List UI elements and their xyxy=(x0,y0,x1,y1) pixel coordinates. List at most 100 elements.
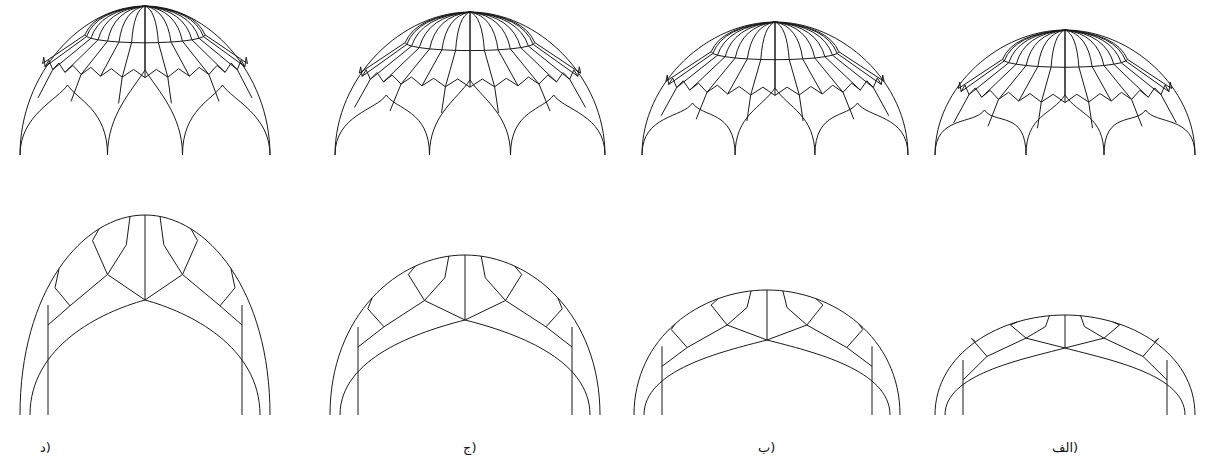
rib-line xyxy=(1065,30,1172,89)
arch-line xyxy=(1104,110,1146,155)
rib-line xyxy=(119,42,132,44)
rib-line xyxy=(384,12,471,82)
arch-line xyxy=(945,348,1065,415)
rib-line xyxy=(442,49,456,51)
arch-line xyxy=(735,88,775,155)
arch-line xyxy=(642,103,693,155)
rib-line xyxy=(442,87,446,113)
figure-label: د) xyxy=(40,440,51,456)
rib-line xyxy=(1104,338,1143,356)
rib-line xyxy=(1143,338,1159,356)
rib-line xyxy=(1143,356,1167,380)
rib-line xyxy=(546,327,572,347)
rib-line xyxy=(570,79,586,107)
rib-line xyxy=(145,6,146,78)
rib-line xyxy=(789,58,803,60)
rib-line xyxy=(1004,61,1009,63)
rib-line xyxy=(408,266,424,300)
rib-line xyxy=(711,299,727,325)
arch-line xyxy=(335,95,386,155)
rib-line xyxy=(783,291,807,325)
rib-line xyxy=(101,69,123,78)
rib-line xyxy=(45,60,53,69)
rib-line xyxy=(93,229,108,275)
rib-line xyxy=(91,38,98,40)
rib-line xyxy=(470,12,471,87)
rib-line xyxy=(1111,92,1131,101)
rib-line xyxy=(1038,66,1051,68)
rib-line xyxy=(815,57,825,58)
rib-line xyxy=(988,99,999,126)
rib-line xyxy=(767,290,768,340)
rib-line xyxy=(1132,99,1143,126)
rib-line xyxy=(209,75,219,102)
rib-line xyxy=(362,70,370,80)
rib-line xyxy=(145,215,146,300)
rib-line xyxy=(145,275,183,301)
rib-line xyxy=(539,75,557,84)
dome-outline xyxy=(1065,315,1195,415)
rib-line xyxy=(969,88,982,97)
arch-line xyxy=(20,85,68,155)
rib-line xyxy=(145,6,237,70)
rib-line xyxy=(484,49,498,51)
rib-line xyxy=(390,84,401,111)
rib-line xyxy=(1041,30,1065,102)
rib-line xyxy=(518,77,539,86)
rib-line xyxy=(145,6,209,75)
dome-outline xyxy=(775,22,908,155)
rib-line xyxy=(445,79,470,87)
rib-line xyxy=(1065,315,1066,348)
rib-line xyxy=(470,12,578,76)
arch-line xyxy=(1146,110,1195,155)
rib-line xyxy=(55,269,70,306)
rib-line xyxy=(168,77,172,103)
rib-line xyxy=(570,70,578,80)
rib-line xyxy=(747,58,761,60)
rib-line xyxy=(954,95,969,123)
rib-line xyxy=(767,325,807,340)
rib-line xyxy=(546,298,562,327)
rib-line xyxy=(445,12,470,87)
rib-line xyxy=(958,82,961,92)
arch-line xyxy=(1026,95,1065,155)
rib-line xyxy=(837,52,839,54)
dome-outline xyxy=(20,215,145,415)
rib-line xyxy=(465,301,506,321)
rib-line xyxy=(122,69,145,77)
rib-line xyxy=(422,78,445,87)
arch-line xyxy=(984,110,1026,155)
rib-line xyxy=(872,346,873,415)
rib-line xyxy=(43,57,46,66)
rib-line xyxy=(1016,64,1026,65)
rib-line xyxy=(495,78,518,87)
rib-line xyxy=(145,6,168,77)
arch-line xyxy=(693,103,736,155)
rib-line xyxy=(65,6,145,72)
rib-line xyxy=(401,12,470,84)
rib-line xyxy=(799,95,803,121)
rib-line xyxy=(1003,59,1005,61)
rib-line xyxy=(160,216,183,274)
rib-line xyxy=(775,22,884,81)
rib-line xyxy=(999,92,1019,101)
rib-line xyxy=(171,41,182,43)
rib-line xyxy=(1089,102,1093,128)
rib-line xyxy=(662,346,663,415)
rib-line xyxy=(825,55,833,57)
rib-line xyxy=(384,301,425,327)
rib-line xyxy=(145,69,168,77)
rib-line xyxy=(1092,66,1104,67)
rib-line xyxy=(761,59,775,60)
dome-outline xyxy=(935,315,1065,415)
rib-line xyxy=(245,57,248,66)
rib-line xyxy=(718,55,726,57)
rib-line xyxy=(775,22,843,92)
rib-line xyxy=(430,48,442,50)
rib-line xyxy=(1026,316,1049,338)
rib-line xyxy=(578,67,581,77)
rib-line xyxy=(220,269,235,306)
rib-line xyxy=(775,59,789,60)
rib-line xyxy=(470,12,495,87)
arch-line xyxy=(767,340,890,415)
